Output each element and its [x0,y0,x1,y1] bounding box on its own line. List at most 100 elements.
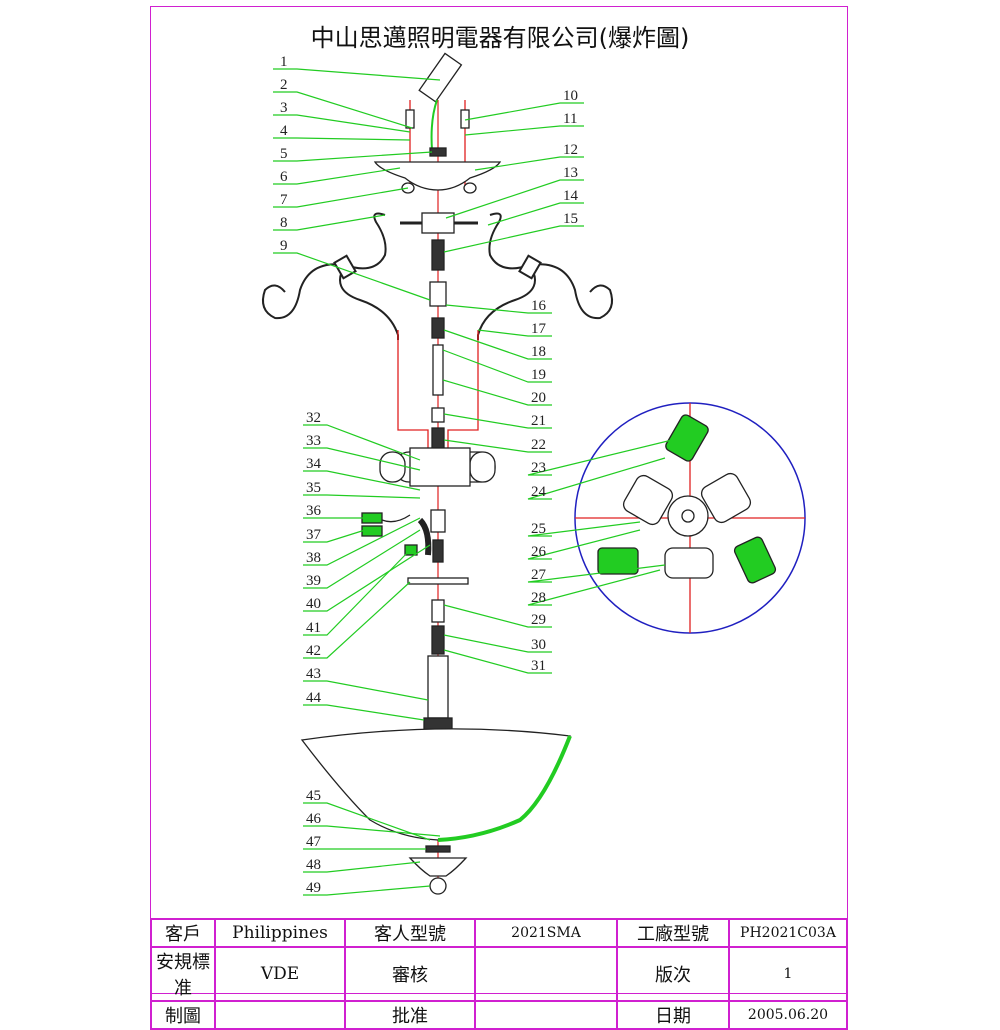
lower-nipple [431,625,445,655]
part-number-label: 21 [531,413,546,429]
part-number-label: 38 [306,550,321,566]
leader-line [527,439,673,476]
part-number-label: 26 [531,544,547,560]
part-number-label: 17 [531,321,547,337]
part-number-label: 45 [306,788,321,804]
part-number-label: 41 [306,620,321,636]
part-number-label: 23 [531,460,546,476]
part-number-label: 2 [280,77,288,93]
leader-line [273,151,433,162]
part-number-label: 14 [563,188,579,204]
part-number-label: 7 [280,192,288,208]
part-number-label: 12 [563,142,578,158]
leader-line [303,802,431,841]
leader-line [443,329,552,360]
lower-coupler [431,599,445,623]
canopy-nut-right [463,182,477,194]
part-number-label: 44 [306,690,322,706]
canopy [373,161,502,191]
review-label: 審核 [344,946,476,1002]
part-number-label: 49 [306,880,321,896]
part-number-label: 39 [306,573,321,589]
part-number-label: 32 [306,410,321,426]
glass-bowl [300,728,571,841]
part-number-label: 15 [563,211,578,227]
part-number-label: 22 [531,437,546,453]
leader-line [303,447,421,471]
arm-hub [421,212,455,234]
leader-line [445,179,584,219]
part-number-label: 30 [531,637,546,653]
leader-line [303,704,425,721]
leader-line [303,529,421,589]
glass-bowl-highlight [437,735,572,842]
part-number-label: 43 [306,666,321,682]
approve-label: 批准 [344,1000,476,1030]
socket-detail-view [574,402,806,634]
part-number-label: 5 [280,146,288,162]
part-number-label: 27 [531,567,547,583]
customer-model-label: 客人型號 [344,918,476,948]
customer-model-value: 2021SMA [474,918,618,948]
leader-line [273,187,409,208]
leader-line [477,329,552,337]
leader-line [273,137,411,141]
factory-model-value: PH2021C03A [728,918,848,948]
leader-line [273,91,413,129]
part-leaders: 1234567891011121314151617181920212223242… [273,54,673,896]
part-number-label: 33 [306,433,321,449]
down-rod [427,655,449,719]
leader-line [527,521,641,537]
part-number-label: 42 [306,643,321,659]
review-value [474,946,618,1002]
leader-line [487,202,584,226]
part-number-label: 35 [306,480,321,496]
leader-line [303,544,431,612]
part-number-label: 37 [306,527,322,543]
part-number-label: 48 [306,857,321,873]
leader-line [303,825,441,837]
leader-line [443,225,584,253]
factory-model-label: 工廠型號 [616,918,730,948]
leader-line [303,529,366,543]
leader-line [443,604,552,628]
version-label: 版次 [616,946,730,1002]
title-block-table: 客戶 Philippines 客人型號 2021SMA 工廠型號 PH2021C… [150,918,848,1030]
finial [408,857,468,877]
leader-line [527,564,666,583]
leader-line [443,634,552,653]
leader-line [464,125,584,136]
leader-line [464,102,584,121]
leader-line [303,549,411,636]
customer-label: 客戶 [150,918,216,948]
leader-line [443,649,552,674]
part-number-label: 16 [531,298,547,314]
bowl-holder [423,717,453,731]
part-number-label: 8 [280,215,288,231]
leader-line [445,304,552,314]
leader-line [443,413,552,429]
part-number-label: 4 [280,123,288,139]
leader-line [527,457,666,500]
socket-cluster [361,447,496,563]
hanging-hook [418,52,463,151]
wires [397,330,479,460]
part-number-label: 1 [280,54,288,70]
part-number-label: 19 [531,367,546,383]
leader-line [303,517,421,566]
part-number-label: 10 [563,88,578,104]
leader-line [303,470,421,491]
part-number-label: 47 [306,834,322,850]
drawn-by-label: 制圖 [150,1000,216,1030]
scroll-arms [262,212,613,340]
part-number-label: 28 [531,590,546,606]
leader-line [273,167,401,185]
leader-line [474,156,584,171]
part-number-label: 3 [280,100,288,116]
leader-line [303,424,421,461]
part-number-label: 46 [306,811,322,827]
safety-standard-value: VDE [214,946,346,1002]
safety-standard-label: 安規標准 [150,946,216,1002]
exploded-diagram: 1234567891011121314151617181920212223242… [262,52,806,896]
leader-line [273,214,386,231]
